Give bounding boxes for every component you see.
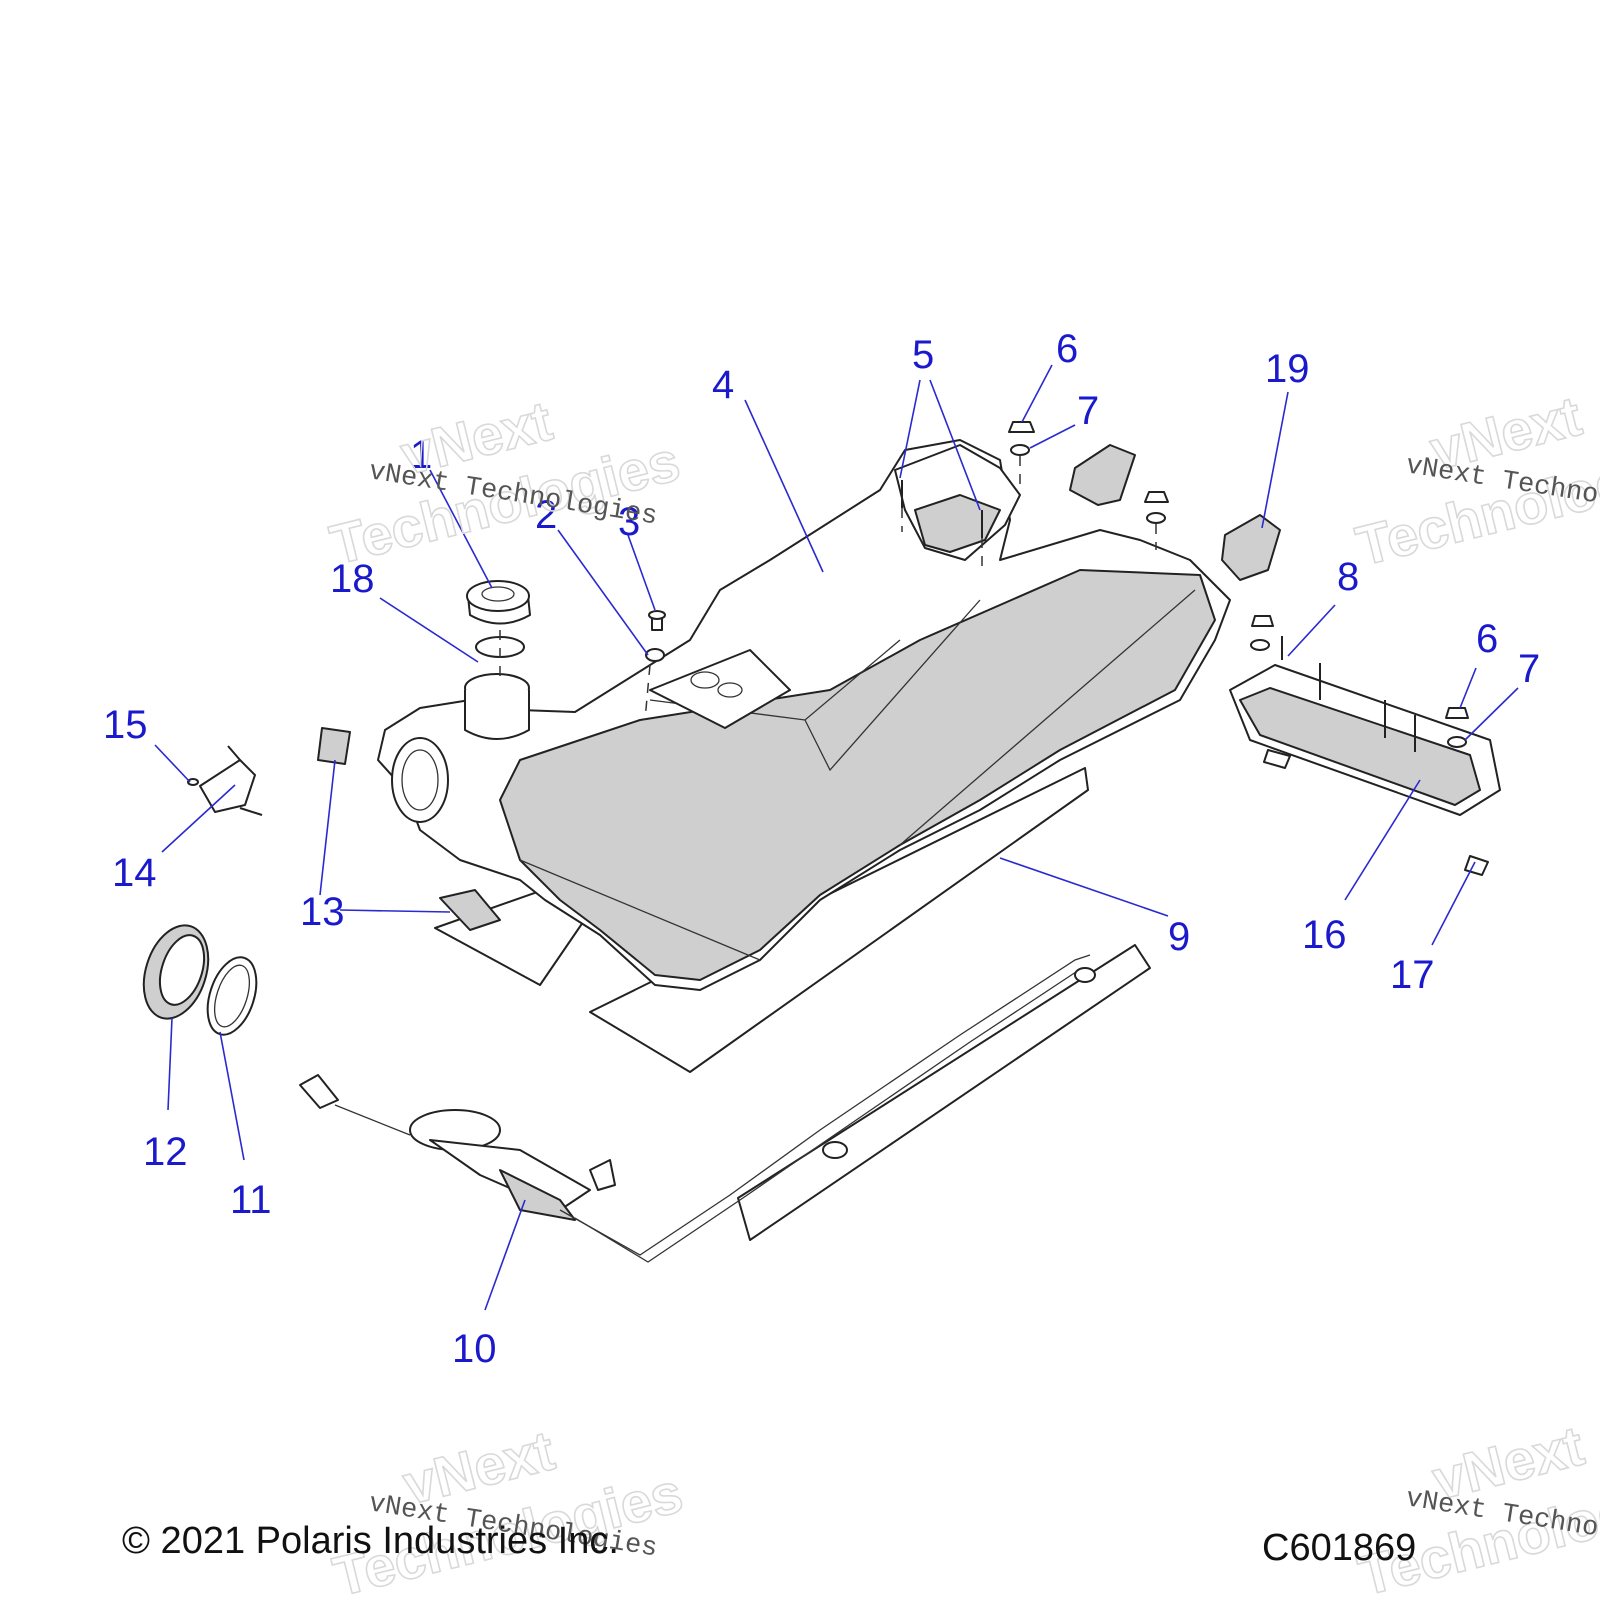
watermark-top-left: vNext Technologies <box>323 388 686 577</box>
nut-and-washer-top <box>1008 421 1169 550</box>
callout-9: 9 <box>1168 915 1190 959</box>
callout-6-top: 6 <box>1056 327 1078 371</box>
callout-1: 1 <box>410 433 432 477</box>
callout-15: 15 <box>103 703 148 747</box>
decal <box>317 727 351 765</box>
callout-17: 17 <box>1390 953 1435 997</box>
callout-10: 10 <box>452 1327 497 1371</box>
callout-18: 18 <box>330 557 375 601</box>
lock-ring <box>142 924 210 1020</box>
leader-lines <box>154 364 1519 1311</box>
figure-id: C601869 <box>1262 1527 1416 1569</box>
fuel-pump-assembly <box>299 944 1151 1263</box>
callout-16: 16 <box>1302 913 1347 957</box>
rear-bracket <box>1229 615 1501 876</box>
watermark-bottom-left: vNext Technologies <box>326 1418 689 1600</box>
callout-7-right: 7 <box>1518 647 1540 691</box>
foam-pads <box>1069 444 1281 581</box>
mount-studs <box>901 480 983 570</box>
callout-2: 2 <box>535 493 557 537</box>
callout-5: 5 <box>912 333 934 377</box>
callout-8: 8 <box>1337 555 1359 599</box>
vent-grommet <box>645 648 665 662</box>
callout-19: 19 <box>1265 347 1310 391</box>
callout-12: 12 <box>143 1130 188 1174</box>
fuel-cap <box>466 580 531 625</box>
callout-11: 11 <box>230 1178 272 1222</box>
fuel-tank <box>377 439 1231 991</box>
callout-14: 14 <box>112 851 157 895</box>
callout-7-top: 7 <box>1077 389 1099 433</box>
callout-6-right: 6 <box>1476 617 1498 661</box>
screw <box>648 610 666 631</box>
callout-13-decal: 13 <box>300 890 345 934</box>
copyright-notice: © 2021 Polaris Industries Inc. <box>122 1520 619 1562</box>
callout-3: 3 <box>618 500 640 544</box>
hose-clip-bracket <box>187 745 263 816</box>
callout-4: 4 <box>712 363 734 407</box>
callouts: 1 2 3 4 5 6 7 19 18 8 6 7 15 14 13 13 9 … <box>103 327 1540 1371</box>
